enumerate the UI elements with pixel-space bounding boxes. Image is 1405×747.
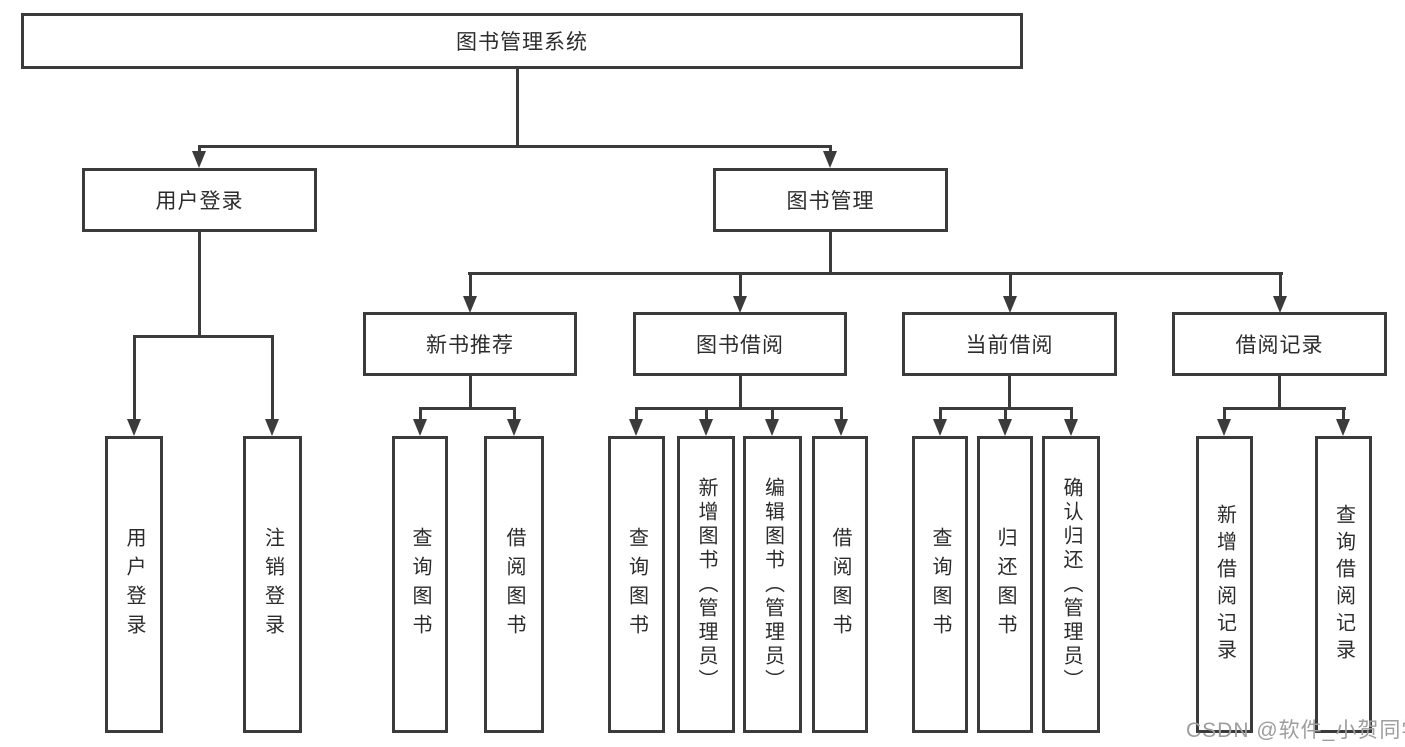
arrow-stem — [939, 407, 942, 420]
arrow-stem — [469, 272, 472, 297]
arrow-stem — [133, 335, 136, 420]
connector-book-borrowing-hline — [635, 407, 843, 410]
csdn-watermark: CSDN @软件_小贺同学 — [1186, 719, 1405, 742]
arrow-stem — [271, 335, 274, 420]
arrow-down-icon — [629, 419, 643, 436]
arrow-down-icon — [933, 419, 947, 436]
leaf-edit-book-admin: 编辑图书（管理员） — [743, 436, 802, 733]
connector-new-book-recommend-hline — [419, 407, 516, 410]
leaf-return-books: 归还图书 — [977, 436, 1033, 733]
node-borrowing-records-label: 借阅记录 — [1235, 334, 1324, 357]
leaf-label: 借阅图书 — [503, 526, 525, 643]
leaf-query-books-current: 查询图书 — [912, 436, 968, 733]
node-root: 图书管理系统 — [21, 13, 1023, 69]
arrow-stem — [705, 407, 708, 420]
arrow-stem — [1279, 272, 1282, 297]
leaf-label: 查询图书 — [409, 526, 431, 643]
node-borrowing-records: 借阅记录 — [1172, 312, 1387, 376]
arrow-stem — [198, 145, 201, 152]
leaf-label: 编辑图书（管理员） — [761, 476, 784, 693]
connector-root-hline — [198, 145, 832, 148]
leaf-label: 用户登录 — [123, 526, 145, 643]
connector-borrowing-records-hline — [1223, 407, 1346, 410]
connector-user-login-hline — [133, 335, 273, 338]
connector-borrowing-records-vline — [1278, 376, 1281, 407]
arrow-down-icon — [127, 419, 141, 436]
arrow-down-icon — [413, 419, 427, 436]
arrow-stem — [1342, 407, 1345, 420]
arrow-down-icon — [1064, 419, 1078, 436]
leaf-query-books-borrowing: 查询图书 — [608, 436, 665, 733]
leaf-label: 归还图书 — [994, 526, 1016, 643]
arrow-down-icon — [1273, 296, 1287, 313]
leaf-label: 注销登录 — [261, 526, 284, 643]
arrow-down-icon — [823, 151, 837, 168]
node-new-book-recommend: 新书推荐 — [363, 312, 577, 376]
arrow-stem — [419, 407, 422, 420]
node-root-label: 图书管理系统 — [456, 31, 588, 54]
node-current-borrowing: 当前借阅 — [902, 312, 1117, 376]
leaf-label: 查询图书 — [625, 526, 648, 643]
node-user-login: 用户登录 — [82, 168, 317, 232]
arrow-stem — [829, 145, 832, 152]
connector-book-management-vline — [829, 232, 832, 272]
leaf-user-login: 用户登录 — [105, 436, 163, 733]
leaf-label: 确认归还（管理员） — [1060, 476, 1082, 693]
arrow-down-icon — [765, 419, 779, 436]
arrow-stem — [1223, 407, 1226, 420]
node-book-borrowing-label: 图书借阅 — [696, 334, 784, 357]
arrow-down-icon — [699, 419, 713, 436]
arrow-down-icon — [998, 419, 1012, 436]
connector-book-borrowing-vline — [739, 376, 742, 407]
leaf-label: 借阅图书 — [829, 526, 851, 643]
node-book-borrowing: 图书借阅 — [633, 312, 847, 376]
arrow-stem — [739, 272, 742, 297]
arrow-down-icon — [1003, 296, 1017, 313]
connector-user-login-vline — [198, 232, 201, 335]
leaf-label: 新增图书（管理员） — [695, 476, 717, 693]
node-new-book-recommend-label: 新书推荐 — [426, 334, 514, 357]
arrow-down-icon — [733, 296, 747, 313]
arrow-down-icon — [834, 419, 848, 436]
node-book-management-label: 图书管理 — [786, 190, 875, 213]
leaf-add-book-admin: 新增图书（管理员） — [677, 436, 735, 733]
arrow-down-icon — [463, 296, 477, 313]
node-current-borrowing-label: 当前借阅 — [965, 334, 1054, 357]
node-book-management: 图书管理 — [713, 168, 948, 232]
leaf-add-borrow-record: 新增借阅记录 — [1196, 436, 1253, 733]
arrow-stem — [1009, 272, 1012, 297]
leaf-label: 新增借阅记录 — [1213, 503, 1236, 666]
leaf-borrow-books-recommend: 借阅图书 — [484, 436, 544, 733]
connector-new-book-recommend-vline — [469, 376, 472, 407]
arrow-down-icon — [192, 151, 206, 168]
leaf-query-borrow-record: 查询借阅记录 — [1315, 436, 1372, 733]
arrow-stem — [635, 407, 638, 420]
leaf-logout: 注销登录 — [243, 436, 302, 733]
leaf-borrow-books-borrowing: 借阅图书 — [812, 436, 868, 733]
leaf-query-books-recommend: 查询图书 — [392, 436, 448, 733]
connector-current-borrowing-vline — [1008, 376, 1011, 407]
connector-book-management-hline — [468, 272, 1283, 275]
node-user-login-label: 用户登录 — [155, 190, 244, 213]
arrow-stem — [513, 407, 516, 420]
arrow-down-icon — [1217, 419, 1231, 436]
leaf-label: 查询借阅记录 — [1332, 503, 1355, 666]
arrow-stem — [840, 407, 843, 420]
arrow-down-icon — [1336, 419, 1350, 436]
arrow-down-icon — [265, 419, 279, 436]
arrow-down-icon — [507, 419, 521, 436]
connector-root-vline — [516, 68, 519, 146]
arrow-stem — [1004, 407, 1007, 420]
leaf-confirm-return-admin: 确认归还（管理员） — [1042, 436, 1100, 733]
leaf-label: 查询图书 — [929, 526, 951, 643]
arrow-stem — [771, 407, 774, 420]
arrow-stem — [1070, 407, 1073, 420]
